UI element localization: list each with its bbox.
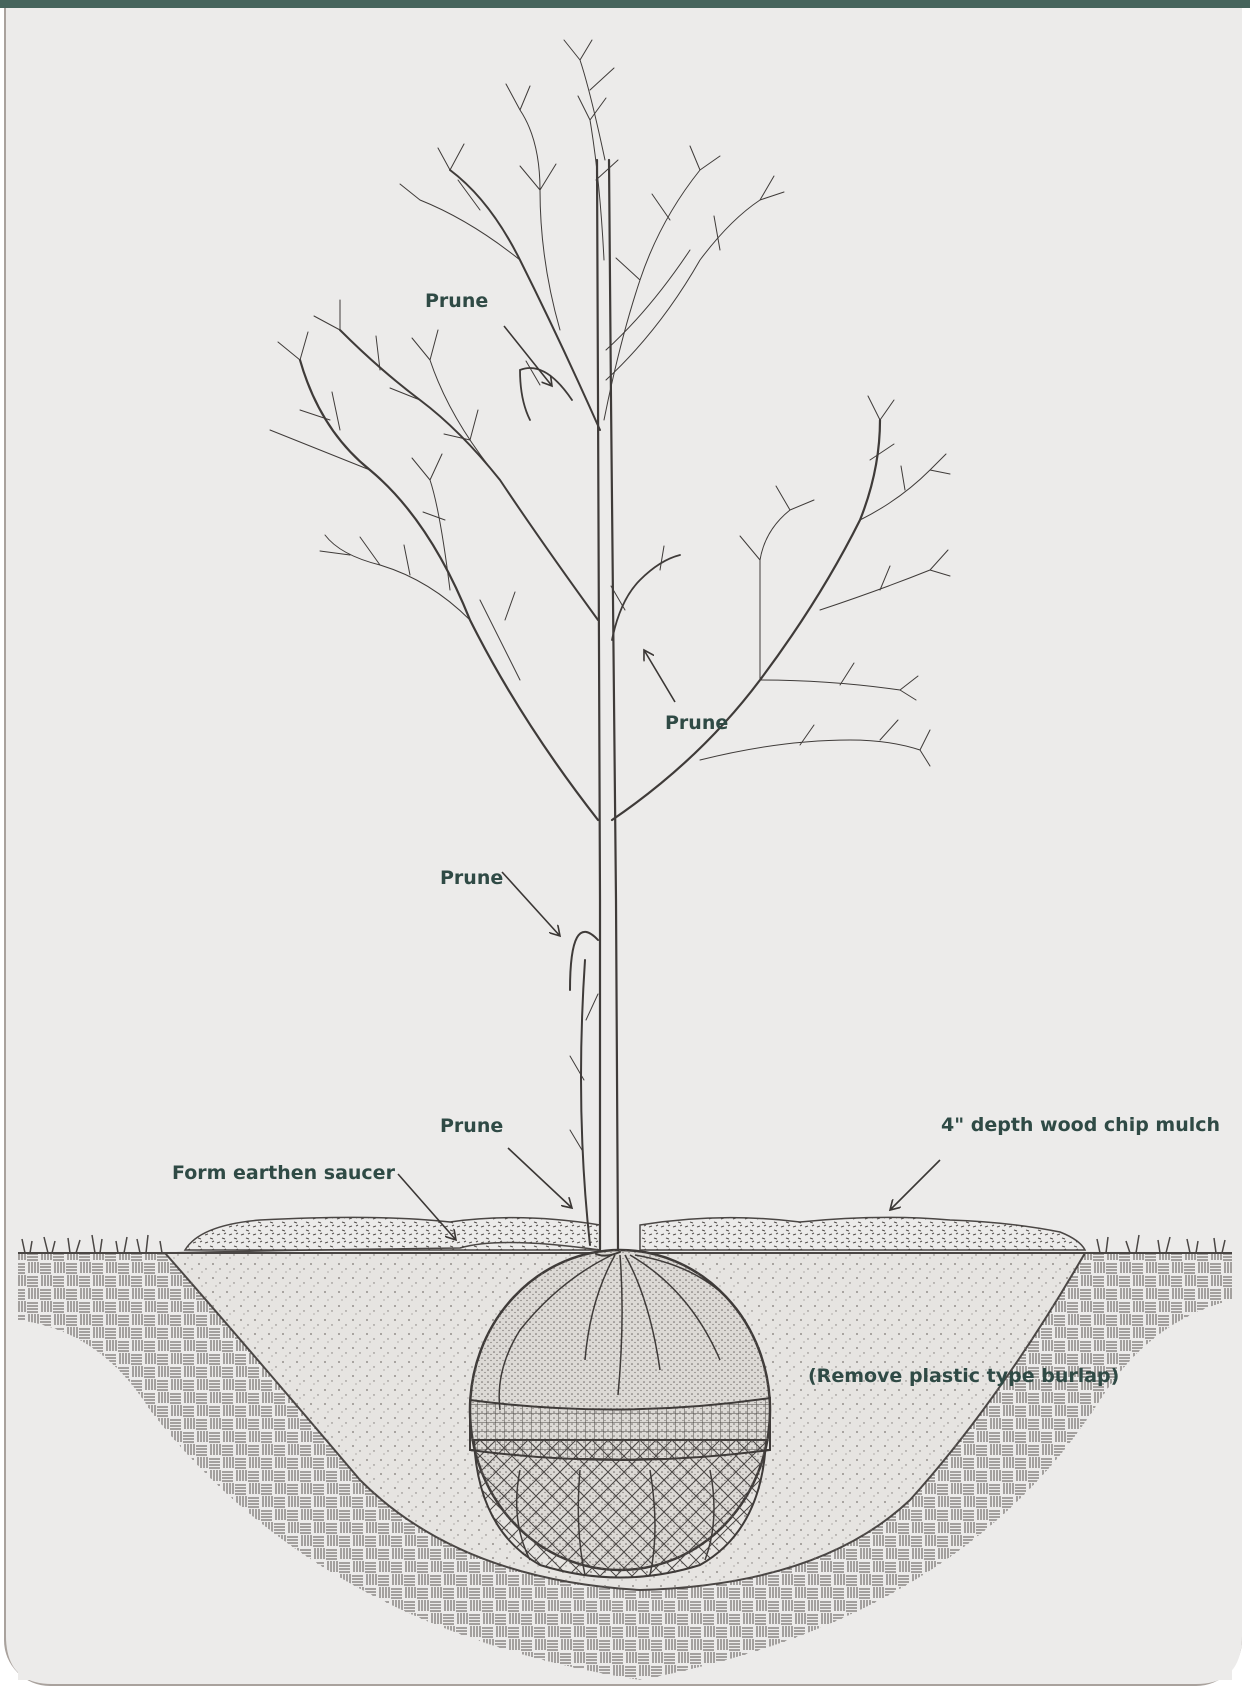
prune-label-right: Prune (665, 712, 728, 734)
prune-label-sucker: Prune (440, 1115, 503, 1137)
mulch-label: 4" depth wood chip mulch (941, 1114, 1220, 1136)
saucer-label: Form earthen saucer (172, 1162, 395, 1184)
prune-label-trunk: Prune (440, 867, 503, 889)
prune-label-upper: Prune (425, 290, 488, 312)
root-ball (470, 1250, 770, 1578)
burlap-label: (Remove plastic type burlap) (808, 1365, 1119, 1387)
